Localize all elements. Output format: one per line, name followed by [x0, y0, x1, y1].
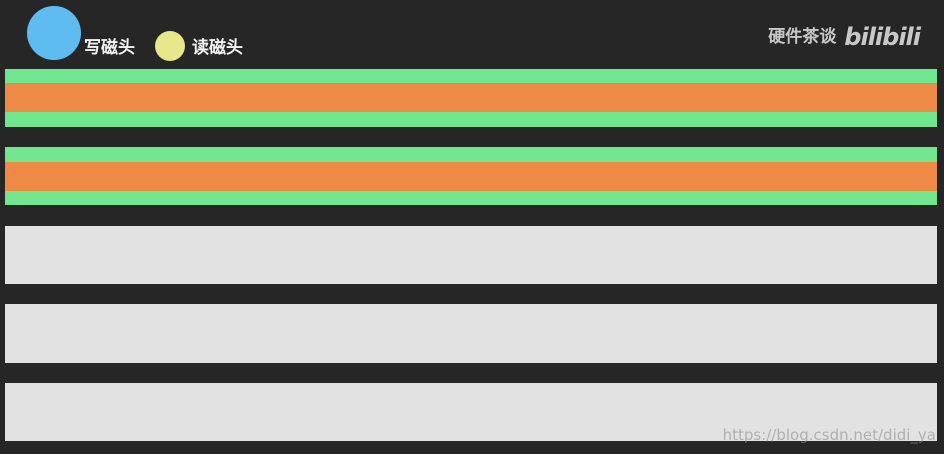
track-2-data: [5, 162, 937, 191]
blank-track-1: [5, 226, 937, 284]
blank-track-3: [5, 383, 937, 441]
read-head-legend-icon: [155, 31, 185, 61]
channel-name: 硬件茶谈: [768, 27, 837, 47]
track-1-guard-bottom: [5, 112, 937, 127]
track-1-data: [5, 83, 937, 112]
read-head-legend-label: 读磁头: [192, 38, 243, 58]
write-head-legend-icon: [27, 6, 81, 60]
write-head-legend-label: 写磁头: [84, 38, 135, 58]
channel-watermark: 硬件茶谈 bilibili: [768, 23, 921, 51]
track-1-guard-top: [5, 69, 937, 83]
track-2-guard-bottom: [5, 191, 937, 205]
bilibili-logo: bilibili: [844, 23, 921, 51]
track-2-guard-top: [5, 147, 937, 162]
blank-track-2: [5, 304, 937, 363]
source-watermark: https://blog.csdn.net/didi_ya: [722, 426, 936, 444]
